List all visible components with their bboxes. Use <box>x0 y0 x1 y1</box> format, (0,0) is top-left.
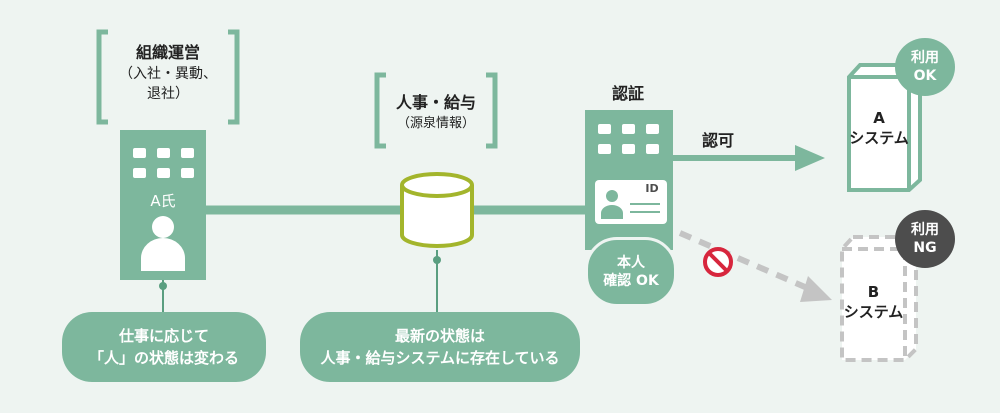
auth-building <box>585 110 673 250</box>
person-icon <box>141 216 185 271</box>
denied-arrow <box>678 230 832 302</box>
org-line2: （入社・異動、 <box>119 66 217 82</box>
system-a-name: システム <box>849 129 909 147</box>
usage-ng-line2: NG <box>913 240 937 256</box>
person-name: A氏 <box>150 192 176 210</box>
auth-title: 認証 <box>611 84 644 103</box>
hr-bracket <box>374 72 498 149</box>
org-line3: 退社） <box>147 86 189 102</box>
hr-sub: （源泉情報） <box>396 116 475 131</box>
approve-arrow <box>673 145 825 171</box>
system-b-letter: B <box>867 283 880 301</box>
callout-mid: 最新の状態は 人事・給与システムに存在している <box>300 312 580 382</box>
building-a <box>120 130 206 280</box>
system-b-name: システム <box>843 303 904 321</box>
callout-mid-line2: 人事・給与システムに存在している <box>320 349 560 367</box>
system-a-letter: A <box>873 109 885 127</box>
org-bracket <box>96 29 240 125</box>
usage-ok-badge: 利用 OK <box>895 38 955 96</box>
system-a-label: A システム <box>849 108 909 148</box>
org-label: 組織運営 （入社・異動、 退社） <box>108 42 228 104</box>
id-label: ID <box>645 182 659 195</box>
hr-label: 人事・給与 （源泉情報） <box>380 92 492 134</box>
usage-ok-line1: 利用 <box>911 50 939 66</box>
id-card-icon <box>595 180 667 224</box>
identity-check-badge: 本人 確認 OK <box>585 237 677 307</box>
callout-left-line2: 「人」の状態は変わる <box>88 349 239 367</box>
callout-left-line1: 仕事に応じて <box>118 327 209 345</box>
system-b-label: B システム <box>842 282 905 322</box>
identity-check-line1: 本人 <box>617 255 645 271</box>
usage-ok-line2: OK <box>913 68 937 84</box>
usage-ng-line1: 利用 <box>911 222 939 238</box>
connector-dot-mid <box>433 256 441 264</box>
approve-label: 認可 <box>701 131 734 150</box>
org-title: 組織運営 <box>135 43 200 62</box>
database-icon <box>400 172 474 248</box>
usage-ng-badge: 利用 NG <box>895 210 955 268</box>
identity-check-line2: 確認 OK <box>603 273 659 289</box>
connector-dot-left <box>159 282 167 290</box>
hr-title: 人事・給与 <box>395 93 476 112</box>
callout-mid-line1: 最新の状態は <box>394 327 485 345</box>
prohibited-icon <box>703 247 733 277</box>
callout-left: 仕事に応じて 「人」の状態は変わる <box>62 312 266 382</box>
